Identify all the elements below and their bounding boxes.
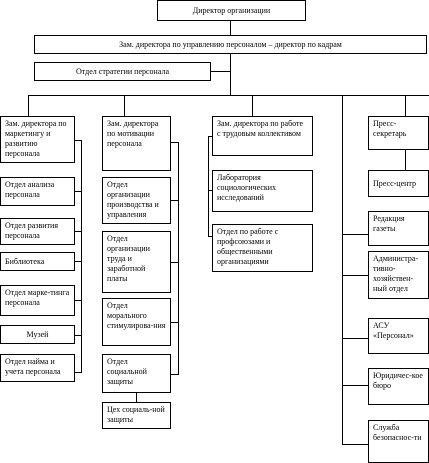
col4-stub (342, 275, 368, 276)
col2-item-label: Отдел организации производства и управле… (107, 180, 159, 219)
col1-trunk (81, 140, 82, 373)
connector-col1 (28, 95, 29, 116)
col1-item-label: Отдел марке-тинга персонала (5, 288, 70, 307)
col4-stub (342, 444, 368, 445)
col1-stub (75, 300, 82, 301)
deputy-hr-box: Зам. директора по управлению персоналом … (34, 35, 427, 54)
col2-item-label: Цех социаль-ной защиты (107, 405, 165, 424)
connector-strategy (211, 71, 231, 72)
col4-item-box: Юридичес-кое бюро (368, 368, 429, 405)
col3-stub (208, 236, 212, 237)
connector-main-bus (28, 95, 429, 96)
col2-item-label: Отдел морального стимулирова-ния (107, 301, 166, 330)
col2-head-label: Зам. директора по мотивации персонала (107, 119, 159, 148)
col4-head-label: Пресс-секретарь (373, 119, 407, 138)
connector-deputy-strategy (230, 54, 231, 95)
col2-item-box: Цех социаль-ной защиты (102, 402, 171, 429)
connector-col4-trunk (342, 95, 343, 445)
col1-stub (75, 372, 82, 373)
col4-item-label: Пресс-центр (373, 178, 416, 188)
col4-stub (342, 234, 368, 235)
col4-item-label: Юридичес-кое бюро (373, 371, 423, 390)
deputy-hr-label: Зам. директора по управлению персоналом … (119, 39, 342, 49)
director-label: Директор организации (192, 5, 271, 15)
connector-col2 (124, 95, 125, 116)
col3-item-box: Отдел по работе с профсоюзами и обществе… (212, 224, 313, 272)
connector-col3 (252, 95, 253, 116)
col2-item-box: Отдел социальной защиты (102, 354, 171, 393)
col1-stub (75, 335, 82, 336)
col4-item-label: Администра-тивно-хозяйствен-ный отдел (373, 254, 419, 293)
col1-item-label: Библиотека (5, 256, 45, 266)
col1-item-box: Отдел анализа персонала (0, 177, 75, 206)
col1-item-box: Отдел развития персонала (0, 218, 75, 245)
col3-item-label: Лаборатория социологических исследований (217, 173, 277, 202)
col1-stub (75, 140, 82, 141)
connector-director (230, 21, 231, 35)
col1-head-label: Зам. директора по маркетингу и развитию … (5, 119, 67, 158)
col1-head-box: Зам. директора по маркетингу и развитию … (0, 116, 75, 163)
col4-stub (342, 338, 368, 339)
col2-item-label: Отдел социальной защиты (107, 357, 147, 386)
col4-head-box: Пресс-секретарь (368, 116, 429, 150)
col4-item-label: Служба безопаснос-ти (373, 423, 422, 442)
strategy-box: Отдел стратегии персонала (34, 62, 211, 81)
director-box: Директор организации (157, 0, 306, 21)
col2-stub (171, 142, 179, 143)
col4-stub (342, 385, 368, 386)
col1-item-label: Отдел анализа персонала (5, 180, 55, 199)
col3-head-box: Зам. директора по работе с трудовым колл… (212, 116, 313, 156)
col2-stub (171, 200, 179, 201)
col4-item-box: Администра-тивно-хозяйствен-ный отдел (368, 251, 429, 299)
col4-item-label: АСУ «Персонал» (373, 321, 414, 340)
col1-stub (75, 261, 82, 262)
col2-trunk (178, 142, 179, 375)
col3-trunk (208, 136, 209, 237)
col2-item-label: Отдел организации труда и заработной пла… (107, 234, 150, 283)
col1-item-box: Библиотека (0, 252, 75, 271)
col3-stub (208, 136, 212, 137)
col4-item-box: Пресс-центр (368, 170, 429, 197)
col1-item-label: Отдел найма и учета персонала (5, 357, 61, 376)
col1-stub (75, 231, 82, 232)
col1-item-label: Музей (26, 329, 49, 339)
col3-head-label: Зам. директора по работе с трудовым колл… (217, 119, 304, 138)
col3-stub (208, 190, 212, 191)
col4-link (405, 150, 406, 170)
col1-stub (75, 191, 82, 192)
col1-item-label: Отдел развития персонала (5, 221, 59, 240)
col2-head-box: Зам. директора по мотивации персонала (102, 116, 171, 171)
col2-item-box: Отдел организации труда и заработной пла… (102, 231, 171, 293)
col1-item-box: Музей (0, 325, 75, 344)
col4-item-label: Редакция газеты (373, 214, 405, 233)
col2-item-box: Отдел морального стимулирова-ния (102, 298, 171, 346)
col2-stub (171, 262, 179, 263)
strategy-label: Отдел стратегии персонала (76, 66, 169, 76)
col4-item-box: Служба безопаснос-ти (368, 420, 429, 463)
col1-item-box: Отдел марке-тинга персонала (0, 285, 75, 316)
col2-bottom-link (136, 393, 137, 402)
connector-col4 (405, 95, 406, 116)
col4-item-box: Редакция газеты (368, 211, 429, 246)
col2-stub (171, 322, 179, 323)
col2-stub (171, 374, 179, 375)
col3-item-label: Отдел по работе с профсоюзами и обществе… (217, 227, 279, 266)
col1-item-box: Отдел найма и учета персонала (0, 354, 75, 382)
col4-item-box: АСУ «Персонал» (368, 318, 429, 354)
col2-item-box: Отдел организации производства и управле… (102, 177, 171, 224)
col3-item-box: Лаборатория социологических исследований (212, 170, 313, 212)
